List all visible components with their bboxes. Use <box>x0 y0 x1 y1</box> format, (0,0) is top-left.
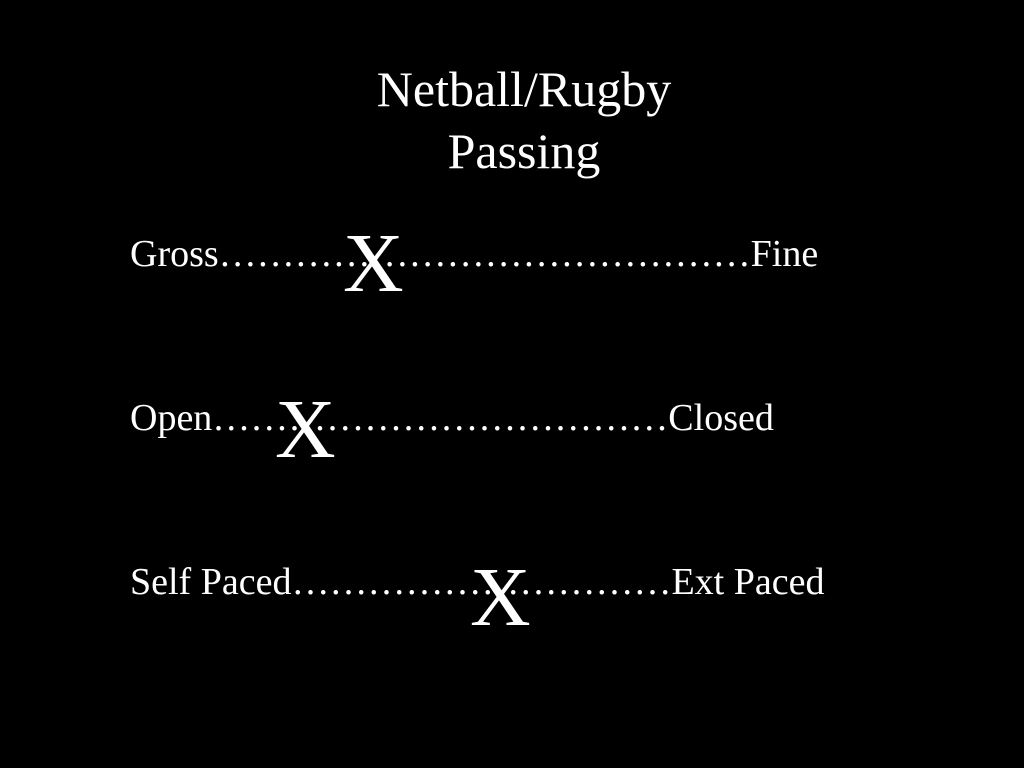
continuum-open-closed: Open………………………………Closed <box>130 397 774 439</box>
continuum-pacing: Self Paced…………………………Ext Paced <box>130 561 825 603</box>
continuum-marker-gross-fine: X <box>343 217 404 310</box>
title-line-2: Passing <box>447 123 601 179</box>
continuum-gross-fine: Gross……………………………………Fine <box>130 233 819 275</box>
title-line-1: Netball/Rugby <box>376 61 672 117</box>
continuum-marker-open-closed: X <box>275 383 336 476</box>
slide-title: Netball/Rugby Passing <box>0 58 1024 182</box>
continuum-marker-pacing: X <box>470 551 531 644</box>
